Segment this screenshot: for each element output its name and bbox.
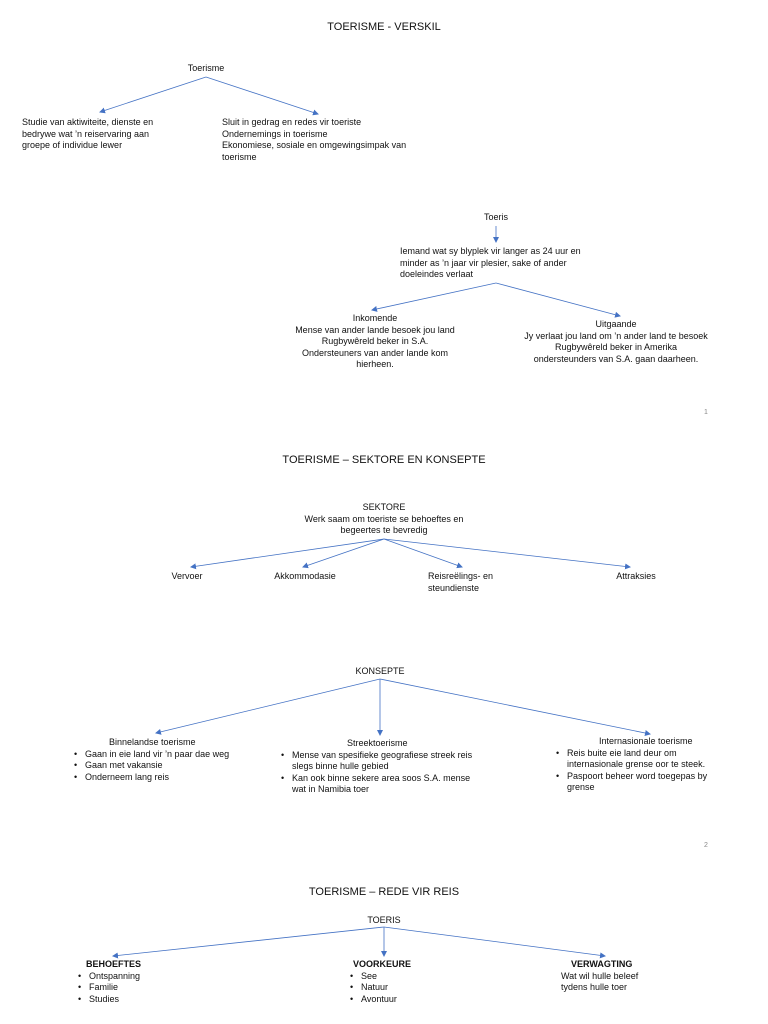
arrow-konsepte-binnelandse	[155, 678, 381, 735]
uitgaande-line: ondersteunders van S.A. gaan daarheen.	[533, 353, 699, 364]
verwagting-text: Wat wil hulle beleef tydens hulle toer	[561, 970, 639, 993]
inkomende-title: Inkomende	[352, 313, 398, 323]
binnelandse-title: Binnelandse toerisme	[109, 737, 196, 747]
inkomende-line: Mense van ander lande besoek jou land	[295, 324, 455, 335]
sektore-title: SEKTORE	[362, 502, 406, 512]
voorkeure-bullet: Natuur	[350, 982, 470, 994]
uitgaande-line: Jy verlaat jou land om ’n ander land te …	[524, 330, 708, 341]
internasionale-bullet: Reis buite eie land deur om internasiona…	[556, 748, 726, 771]
scope-line: Sluit in gedrag en redes vir toeriste	[222, 117, 362, 127]
behoeftes-title: BEHOEFTES	[86, 959, 142, 969]
behoeftes-bullet: Ontspanning	[78, 971, 198, 983]
binnelandse-bullet: Onderneem lang reis	[74, 772, 244, 784]
arrow-sektore-attraksies	[383, 538, 631, 570]
sektor-vervoer: Vervoer	[171, 571, 203, 581]
voorkeure-title: VOORKEURE	[353, 959, 412, 969]
arrow-sektore-akkommodasie	[302, 538, 385, 569]
toeris-definition: Iemand wat sy blyplek vir langer as 24 u…	[400, 246, 581, 279]
verwagting-block: VERWAGTING Wat wil hulle beleef tydens h…	[561, 959, 681, 994]
scope-line: Ondernemings in toerisme	[222, 128, 328, 139]
streek-bullet: Mense van spesifieke geografiese streek …	[281, 750, 476, 773]
arrow-toerisme-right	[205, 76, 319, 116]
inkomende-line: Rugbywêreld beker in S.A.	[321, 336, 429, 346]
binnelandse-bullet: Gaan met vakansie	[74, 760, 244, 772]
binnelandse-bullet: Gaan in eie land vir ’n paar dae weg	[74, 749, 244, 761]
toerisme-scope: Sluit in gedrag en redes vir toeriste On…	[222, 117, 412, 163]
internasionale-title: Internasionale toerisme	[599, 736, 693, 746]
inkomende-line: Ondersteuners van ander lande kom hierhe…	[301, 347, 449, 370]
page-number: 1	[704, 409, 708, 416]
binnelandse-block: Binnelandse toerisme Gaan in eie land vi…	[74, 737, 254, 783]
toerisme-definition: Studie van aktiwiteite, dienste en bedry…	[22, 117, 154, 150]
toerisme-root: Toerisme	[187, 63, 225, 73]
arrow-konsepte-internasionale	[379, 678, 651, 736]
page1-title: TOERISME - VERSKIL	[327, 21, 441, 33]
arrow-def-uitgaande	[495, 282, 621, 318]
streek-bullet: Kan ook binne sekere area soos S.A. mens…	[281, 773, 476, 796]
voorkeure-bullet: See	[350, 971, 470, 983]
arrow-sektore-reis	[383, 538, 463, 569]
internasionale-block: Internasionale toerisme Reis buite eie l…	[556, 736, 726, 794]
uitgaande-block: Uitgaande Jy verlaat jou land om ’n ande…	[506, 319, 726, 365]
konsepte-title: KONSEPTE	[355, 666, 405, 676]
sektor-akkommodasie: Akkommodasie	[274, 571, 336, 581]
behoeftes-bullet: Familie	[78, 982, 198, 994]
streek-block: Streektoerisme Mense van spesifieke geog…	[281, 738, 476, 796]
behoeftes-block: BEHOEFTES Ontspanning Familie Studies	[78, 959, 198, 1005]
page3-title: TOERISME – REDE VIR REIS	[308, 886, 460, 898]
toeris-root: TOERIS	[367, 915, 401, 925]
arrow-toerisme-left	[99, 76, 207, 114]
sektore-description: Werk saam om toeriste se behoeftes en be…	[304, 513, 464, 536]
verwagting-title: VERWAGTING	[571, 959, 633, 969]
arrow-toeris-verwagting	[383, 926, 606, 959]
voorkeure-block: VOORKEURE See Natuur Avontuur	[350, 959, 470, 1005]
arrow-sektore-vervoer	[190, 538, 385, 570]
uitgaande-title: Uitgaande	[595, 319, 637, 329]
page-number: 2	[704, 842, 708, 849]
behoeftes-bullet: Studies	[78, 994, 198, 1006]
arrow-toeris-behoeftes	[112, 926, 385, 959]
scope-line: Ekonomiese, sosiale en omgewingsimpak va…	[222, 140, 407, 162]
sektor-attraksies: Attraksies	[616, 571, 656, 581]
inkomende-block: Inkomende Mense van ander lande besoek j…	[275, 313, 475, 371]
sektor-reisreelings: Reisreëlings- en steundienste	[428, 571, 494, 593]
page2-title: TOERISME – SEKTORE EN KONSEPTE	[282, 454, 486, 466]
sektore-block: SEKTORE Werk saam om toeriste se behoeft…	[295, 502, 473, 537]
arrow-def-inkomende	[371, 282, 497, 312]
internasionale-bullet: Paspoort beheer word toegepas by grense	[556, 771, 726, 794]
voorkeure-bullet: Avontuur	[350, 994, 470, 1006]
uitgaande-line: Rugbywêreld beker in Amerika	[554, 342, 678, 352]
streek-title: Streektoerisme	[347, 738, 408, 748]
toeris-heading: Toeris	[483, 212, 508, 222]
